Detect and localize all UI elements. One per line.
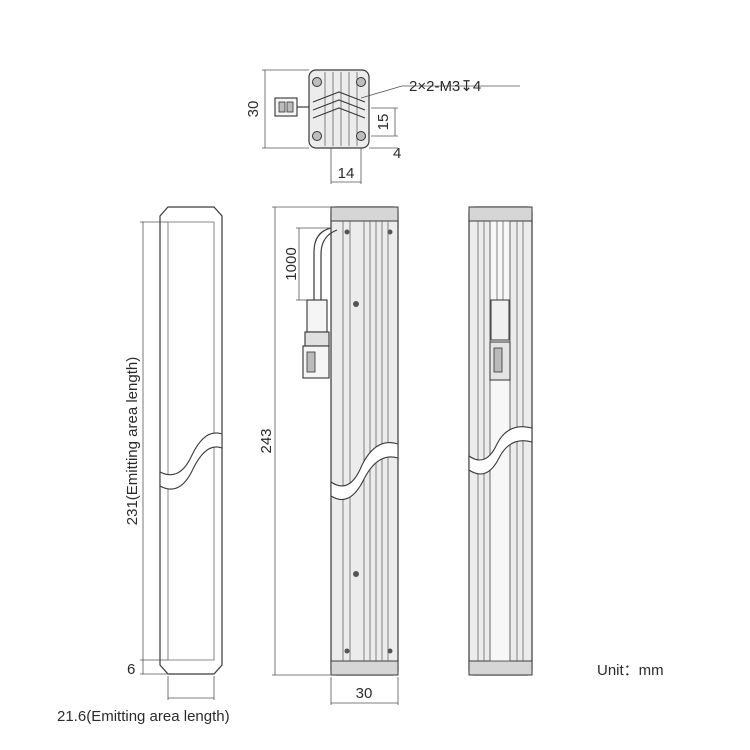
top-view [274, 69, 370, 149]
dim-hole-edge: 4 [393, 145, 401, 162]
back-view [468, 206, 533, 676]
top-view-dimensions [262, 69, 520, 184]
dim-cable-length: 1000 [283, 247, 300, 280]
dim-emitting-width: 21.6(Emitting area length) [57, 708, 230, 725]
side-view [302, 206, 399, 676]
hole-depth-text: 4 [473, 78, 481, 95]
depth-symbol: ↧ [460, 78, 473, 95]
hole-spec-text: 2×2-M3 [409, 78, 460, 95]
front-view [159, 206, 223, 675]
dim-hole-pitch: 15 [375, 114, 392, 131]
dim-hole-offset: 14 [338, 165, 355, 182]
dim-end-margin: 6 [127, 661, 135, 678]
dim-total-length: 243 [258, 428, 275, 453]
dim-hole-spec: 2×2-M3↧4 [409, 78, 481, 95]
dim-width: 30 [356, 685, 373, 702]
dimension-labels: 30 2×2-M3↧4 15 4 14 1000 243 231(Emittin… [57, 78, 481, 725]
dim-top-height: 30 [245, 101, 262, 118]
dim-emitting-length: 231(Emitting area length) [124, 357, 141, 525]
unit-label: Unit：mm [597, 662, 664, 679]
front-view-dimensions [140, 221, 215, 700]
side-view-dimensions [272, 206, 399, 705]
